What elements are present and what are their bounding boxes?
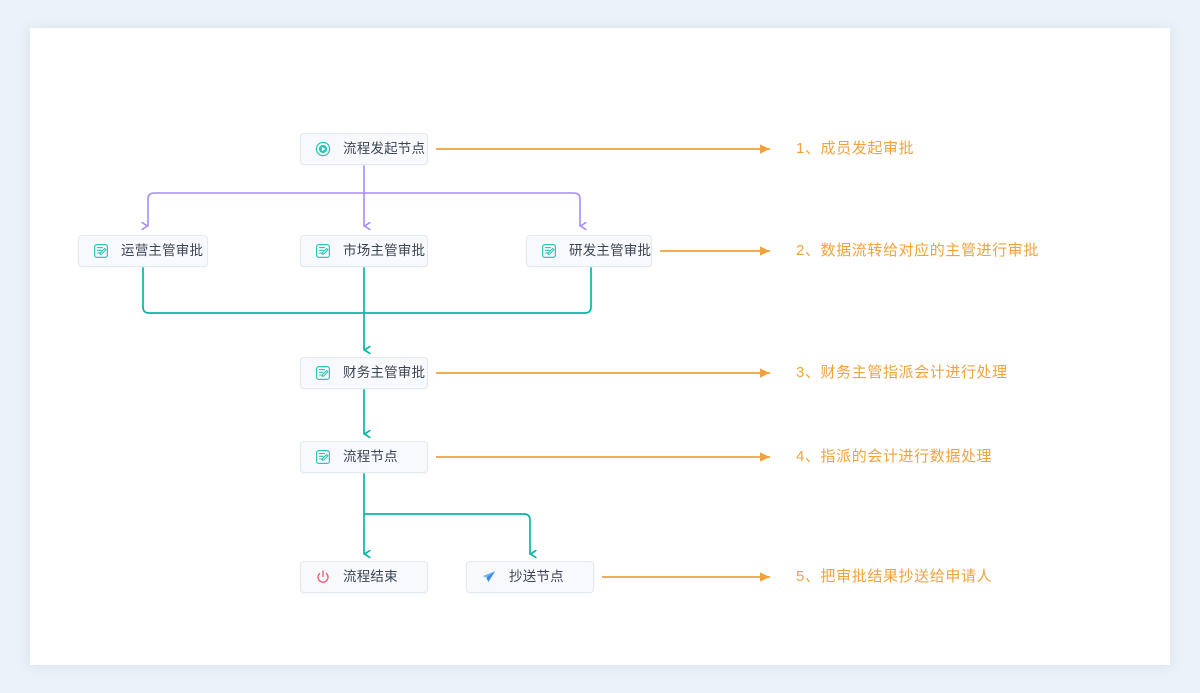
node-label: 运营主管审批 [121, 243, 204, 259]
node-label: 市场主管审批 [343, 243, 426, 259]
approval-icon [316, 366, 331, 381]
play-circle-icon [315, 141, 331, 157]
annotation-2: 2、数据流转给对应的主管进行审批 [796, 242, 1039, 259]
send-plane-icon [482, 571, 496, 583]
diagram-canvas [30, 28, 1170, 665]
annotation-5: 5、把审批结果抄送给申请人 [796, 568, 993, 585]
node-ops-approval[interactable]: 运营主管审批 [78, 235, 208, 267]
node-label: 研发主管审批 [569, 243, 652, 259]
node-rd-approval[interactable]: 研发主管审批 [526, 235, 652, 267]
annotation-4: 4、指派的会计进行数据处理 [796, 448, 993, 465]
node-label: 财务主管审批 [343, 365, 426, 381]
node-label: 抄送节点 [509, 569, 564, 585]
annotation-3: 3、财务主管指派会计进行处理 [796, 364, 1008, 381]
approval-icon [316, 244, 331, 259]
approval-icon [542, 244, 557, 259]
node-label: 流程发起节点 [343, 141, 426, 157]
approval-icon [94, 244, 109, 259]
node-end[interactable]: 流程结束 [300, 561, 428, 593]
node-label: 流程节点 [343, 449, 398, 465]
node-process[interactable]: 流程节点 [300, 441, 428, 473]
node-label: 流程结束 [343, 569, 398, 585]
node-market-approval[interactable]: 市场主管审批 [300, 235, 428, 267]
node-cc[interactable]: 抄送节点 [466, 561, 594, 593]
approval-icon [316, 450, 331, 465]
annotation-1: 1、成员发起审批 [796, 140, 915, 157]
power-off-icon [317, 570, 329, 583]
node-start[interactable]: 流程发起节点 [300, 133, 428, 165]
node-finance-approval[interactable]: 财务主管审批 [300, 357, 428, 389]
